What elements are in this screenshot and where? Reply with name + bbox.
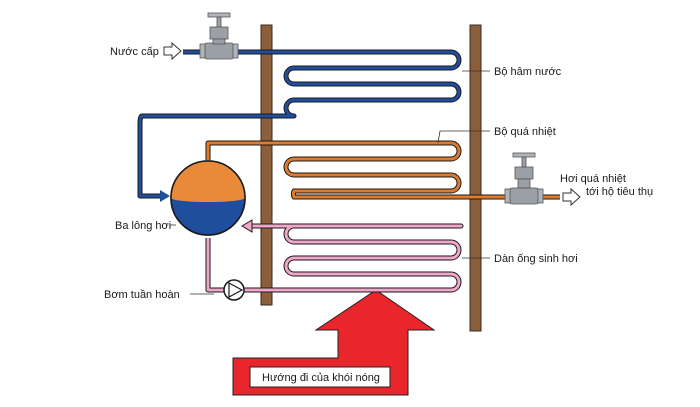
economizer-coil bbox=[137, 49, 462, 202]
steam-drum bbox=[170, 160, 246, 236]
steam-out-arrow-icon bbox=[562, 187, 581, 207]
left-wall bbox=[260, 24, 273, 306]
label-circulation-pump: Bơm tuần hoàn bbox=[104, 289, 180, 301]
evaporator-coil bbox=[205, 219, 464, 293]
flow-arrow-icon bbox=[241, 219, 253, 233]
label-economizer: Bộ hâm nước bbox=[494, 66, 562, 78]
feed-water-arrow-icon bbox=[163, 41, 182, 61]
label-superheated-steam-2: tới hộ tiêu thụ bbox=[586, 186, 653, 198]
hot-gas-label: Hướng đi của khói nóng bbox=[262, 372, 380, 384]
label-superheated-steam-1: Hơi quá nhiệt bbox=[560, 173, 626, 185]
leader-lines bbox=[170, 70, 490, 295]
gate-valve-icon bbox=[199, 12, 239, 60]
label-drum: Ba lông hơi bbox=[115, 220, 171, 232]
pump-icon bbox=[223, 279, 245, 301]
label-evaporator: Dàn ống sinh hơi bbox=[494, 253, 578, 265]
label-feed-water: Nước cấp bbox=[110, 46, 159, 58]
superheater-coil bbox=[205, 140, 560, 200]
label-superheater: Bộ quá nhiệt bbox=[494, 126, 556, 138]
hot-gas-label-box bbox=[249, 366, 391, 388]
flow-arrow-icon bbox=[160, 190, 170, 202]
gate-valve-icon bbox=[504, 152, 544, 205]
right-wall bbox=[469, 24, 482, 332]
